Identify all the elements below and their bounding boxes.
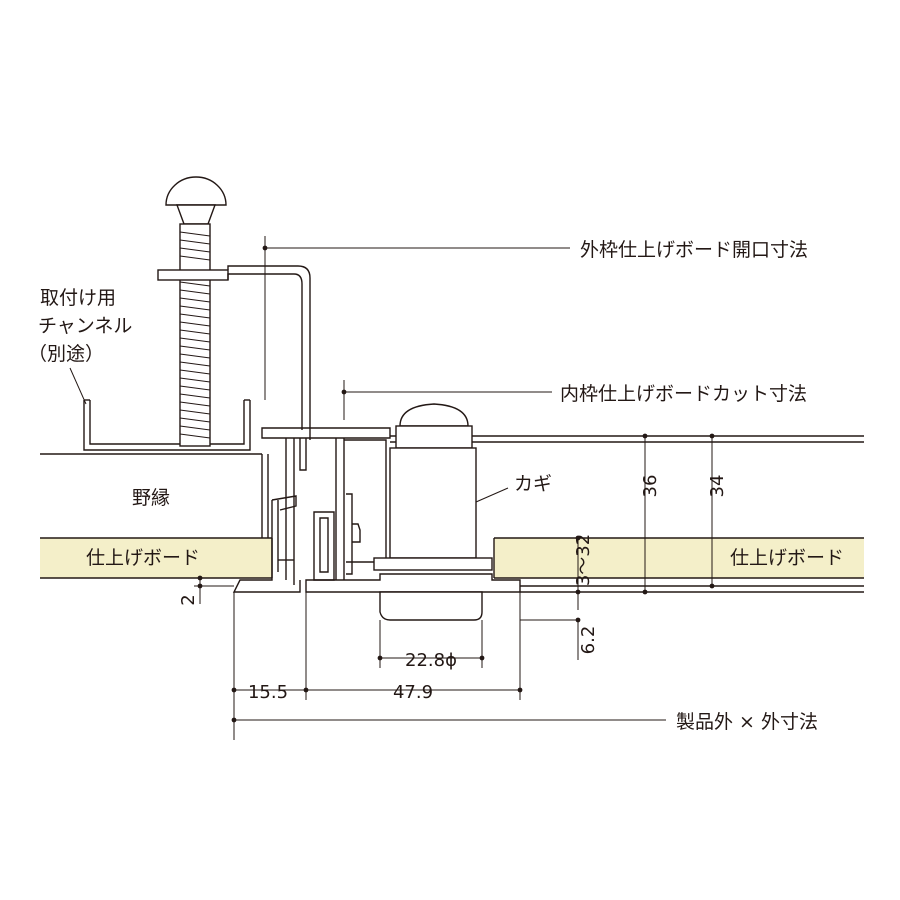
- nobuchi-joist: [40, 453, 269, 538]
- dim-15-5-47-9: [231, 687, 523, 693]
- dim-text-36: 36: [640, 475, 661, 498]
- leader-channel: [69, 367, 87, 405]
- label-board-right: 仕上げボード: [730, 547, 844, 569]
- dim-3-32: [575, 535, 581, 610]
- dim-text-15-5: 15.5: [248, 682, 288, 703]
- latch-kagi: [373, 403, 493, 621]
- dim-text-6-2: 6.2: [578, 626, 599, 655]
- dim-text-2: 2: [178, 594, 199, 605]
- dim-text-47-9: 47.9: [393, 682, 433, 703]
- dim-6-2: [520, 617, 581, 660]
- label-inner-frame: 内枠仕上げボードカット寸法: [560, 383, 807, 405]
- dim-text-34: 34: [707, 475, 728, 498]
- dim-34: [709, 433, 715, 589]
- board-left: [40, 538, 272, 578]
- label-product-outer: 製品外 × 外寸法: [676, 711, 818, 733]
- label-channel-1: 取付け用: [40, 287, 116, 309]
- leader-product-outer: [231, 717, 666, 723]
- label-board-left: 仕上げボード: [86, 547, 200, 569]
- leader-outer-frame: [262, 236, 570, 400]
- label-outer-frame: 外枠仕上げボード開口寸法: [580, 239, 808, 261]
- label-kagi: カギ: [514, 473, 552, 495]
- label-channel-3: （別途）: [28, 343, 104, 365]
- dim-22-8: [377, 655, 485, 661]
- outer-frame: [232, 427, 391, 593]
- dim-text-3-32: 3～32: [573, 534, 594, 586]
- leader-kagi: [475, 487, 509, 503]
- hanger-bolt: [157, 176, 229, 447]
- dim-36: [642, 433, 648, 595]
- mounting-channel: [83, 399, 251, 451]
- label-channel-2: チャンネル: [38, 315, 132, 337]
- dim-text-22-8: 22.8ϕ: [405, 650, 457, 671]
- hanging-bracket: [227, 265, 311, 440]
- label-nobuchi: 野縁: [132, 487, 170, 509]
- leader-inner-frame: [341, 380, 552, 420]
- board-right: [494, 538, 864, 578]
- inner-frame: [305, 438, 521, 593]
- dim-2: [194, 575, 234, 604]
